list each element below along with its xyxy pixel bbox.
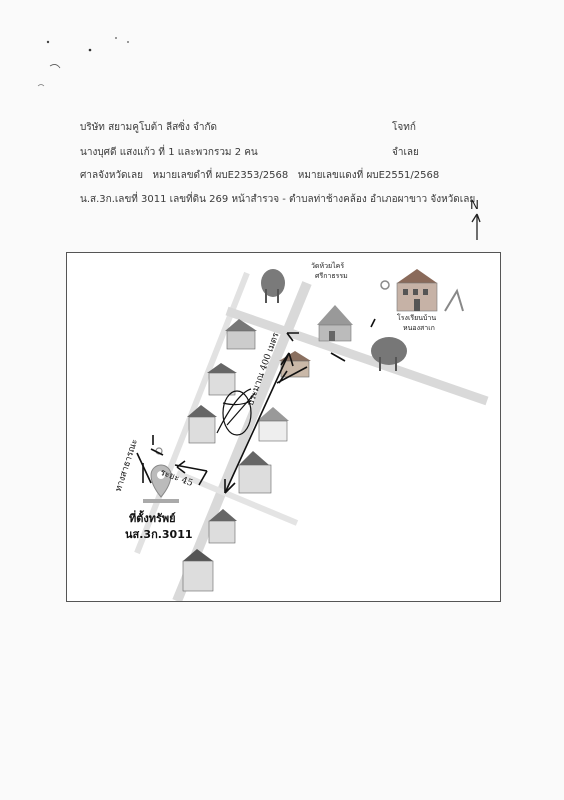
lower-side-road	[175, 470, 299, 526]
red-case-label: หมายเลขแดงที่	[297, 170, 364, 181]
map-drawing	[134, 269, 489, 601]
temple-label-1: วัดห้วยไคร้	[311, 262, 345, 270]
temple-label-2: ศรีกาธรรม	[315, 272, 348, 280]
house-icon	[257, 407, 289, 442]
court-name: ศาลจังหวัดเลย	[80, 170, 143, 181]
case-numbers-line: ศาลจังหวัดเลย หมายเลขดำที่ ผบE2353/2568 …	[80, 168, 439, 183]
property-label: ที่ตั้งทรัพย์	[129, 512, 176, 525]
playground-slide-icon	[444, 288, 464, 312]
cross-road	[225, 306, 489, 406]
deed-suffix: หน้าสำรวจ - ตำบลท่าช้างคล้อง อำเภอผาขาว …	[231, 194, 476, 205]
defendant-name: นางบุศดี แสงแก้ว ที่ 1 และพวกรวม 2 คน	[80, 147, 258, 158]
location-map: วัดห้วยไคร้ ศรีกาธรรม โรงเรียนบ้าน หนองส…	[66, 252, 501, 602]
temple-icon	[317, 305, 353, 342]
north-mark: N	[470, 198, 484, 244]
school-label-1: โรงเรียนบ้าน	[397, 314, 437, 322]
house-icon	[238, 451, 272, 494]
land-number: 269	[209, 194, 229, 205]
school-label-2: หนองสาเก	[403, 324, 435, 332]
main-road	[172, 281, 312, 601]
hand-signature-scribble	[216, 388, 256, 436]
house-icon	[187, 405, 217, 444]
house-icon	[182, 549, 214, 592]
school-icon	[396, 269, 438, 312]
deed-line: น.ส.3ก.เลขที่ 3011 เลขที่ดิน 269 หน้าสำร…	[80, 192, 475, 207]
deed-prefix: น.ส.3ก.เลขที่ 3011 เลขที่ดิน	[80, 194, 206, 205]
company-name: บริษัท สยามคูโบต้า ลีสซิ่ง จำกัด	[80, 122, 218, 133]
north-arrow-icon	[471, 213, 481, 240]
house-icon	[207, 363, 237, 396]
tree-group-right-icon	[371, 337, 407, 371]
defendant-label: จำเลย	[392, 147, 419, 158]
property-deed: นส.3ก.3011	[125, 528, 193, 541]
hand-arrow-route	[136, 318, 376, 494]
black-case-no: ผบE2353/2568	[215, 170, 289, 181]
property-pin-icon	[143, 464, 179, 503]
plaintiff-label: โจทก์	[392, 122, 416, 133]
house-icon	[208, 509, 237, 544]
scan-specks	[30, 30, 150, 104]
black-case-label: หมายเลขดำที่	[152, 170, 213, 181]
north-letter: N	[470, 198, 479, 212]
red-case-no: ผบE2551/2568	[366, 170, 440, 181]
tree-group-top-icon	[261, 269, 285, 303]
house-icon	[225, 319, 257, 350]
